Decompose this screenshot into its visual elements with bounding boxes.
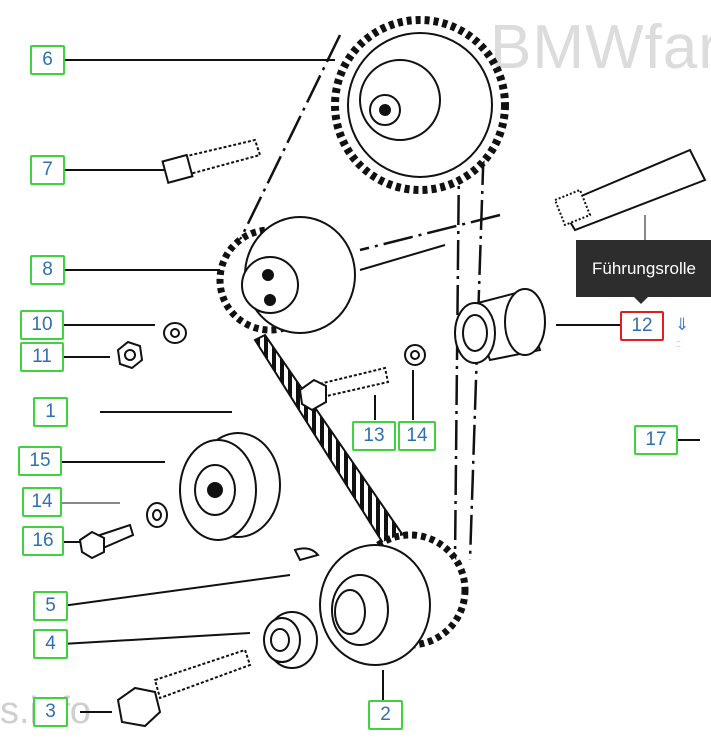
callout-14-lower[interactable]: 14 xyxy=(22,487,62,517)
callout-4[interactable]: 4 xyxy=(33,629,68,659)
tooltip-arrow xyxy=(634,297,648,304)
callout-3[interactable]: 3 xyxy=(33,697,68,727)
callout-15[interactable]: 15 xyxy=(18,446,62,476)
watermark-top: BMWfar xyxy=(490,13,711,82)
callout-11[interactable]: 11 xyxy=(20,342,64,372)
callout-8[interactable]: 8 xyxy=(30,255,65,285)
callout-2[interactable]: 2 xyxy=(368,700,403,730)
callout-5[interactable]: 5 xyxy=(33,591,68,621)
tooltip: Führungsrolle xyxy=(576,240,711,297)
down-arrow-icon[interactable]: ⇓ xyxy=(675,315,690,334)
callout-7[interactable]: 7 xyxy=(30,155,65,185)
callout-16[interactable]: 16 xyxy=(22,526,64,556)
callout-6[interactable]: 6 xyxy=(30,45,65,75)
callout-17[interactable]: 17 xyxy=(634,425,678,455)
callout-13[interactable]: 13 xyxy=(352,421,396,451)
callout-1[interactable]: 1 xyxy=(33,397,68,427)
callout-12[interactable]: 12 xyxy=(620,311,664,341)
callout-10[interactable]: 10 xyxy=(20,310,64,340)
callout-14-upper[interactable]: 14 xyxy=(398,421,436,451)
dotted-mark-icon: ⁚⁚ xyxy=(676,340,682,349)
